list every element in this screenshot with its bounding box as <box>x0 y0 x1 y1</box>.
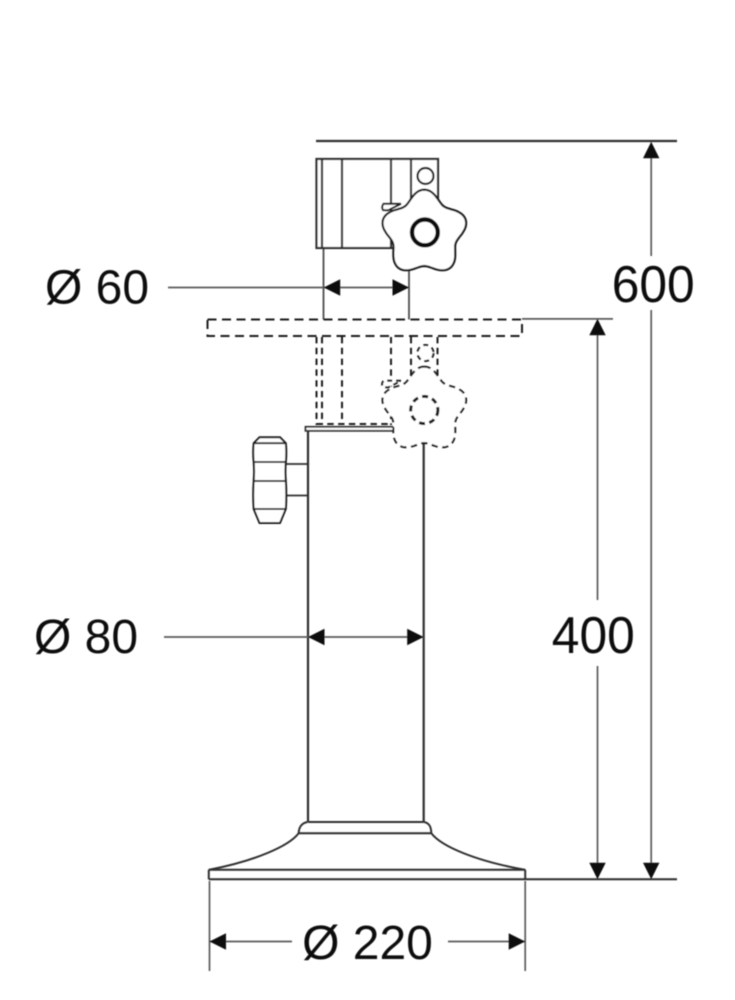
svg-text:Ø 220: Ø 220 <box>302 917 433 970</box>
svg-text:600: 600 <box>612 256 695 314</box>
svg-text:Ø 60: Ø 60 <box>45 262 149 315</box>
svg-text:400: 400 <box>552 607 635 665</box>
svg-text:Ø 80: Ø 80 <box>34 611 138 664</box>
